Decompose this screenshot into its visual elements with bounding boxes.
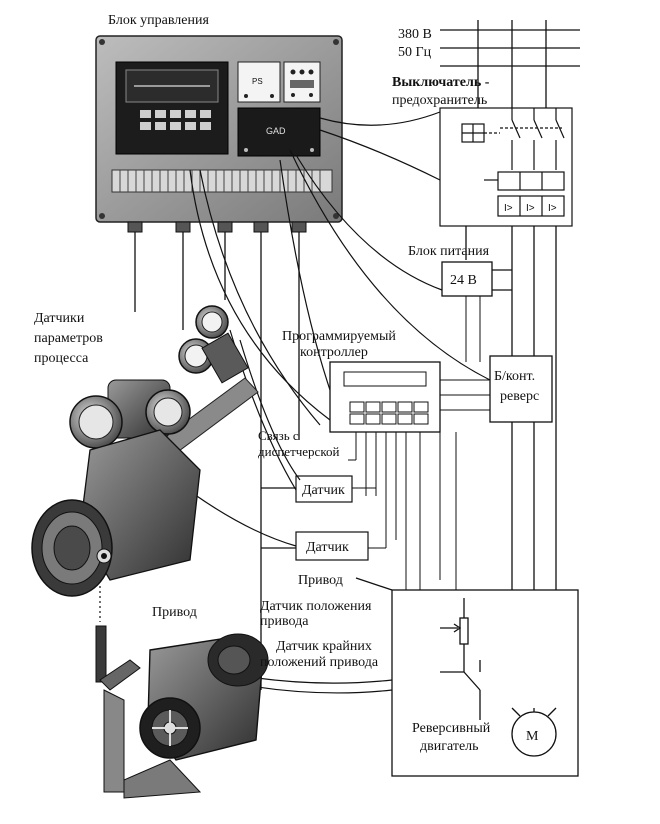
frequency-label: 50 Гц [398, 45, 432, 60]
circuit-breaker: I> I> I> [439, 107, 573, 227]
terminal-strip [111, 169, 333, 193]
motor-symbol: М [526, 729, 539, 744]
control-block: PS GAD [95, 35, 343, 233]
motor-label-2: двигатель [420, 739, 479, 754]
ps-module-label: PS [252, 77, 263, 86]
plc-label-2: контроллер [300, 345, 368, 360]
dispatch-label-1: Связь с [258, 428, 299, 443]
sensor-box-2: Датчик [295, 531, 369, 561]
drive-photo-label: Привод [152, 605, 197, 620]
voltage-label: 380 В [398, 27, 432, 42]
svg-text:I>: I> [504, 203, 513, 214]
psu-voltage: 24 В [450, 273, 477, 288]
mains-lines [440, 20, 580, 108]
drive-schematic-label: Привод [298, 573, 343, 588]
gad-module: GAD [237, 107, 321, 157]
plc-wiring [340, 296, 490, 620]
position-sensor-label-1: Датчик положения [260, 599, 372, 614]
sensors-label-3: процесса [34, 351, 89, 366]
drive-schematic-frame [355, 577, 579, 777]
control-cables [134, 232, 300, 690]
reverser-box: Б/конт. реверс [489, 355, 553, 423]
plc-label-1: Программируемый [282, 329, 396, 344]
motor-label-1: Реверсивный [412, 721, 491, 736]
power-supply-label: Блок питания [408, 244, 490, 259]
plc-box [329, 361, 441, 433]
reverser-label-2: реверс [500, 389, 539, 404]
dispatch-label-2: диспетчерской [258, 444, 339, 459]
ps-module: PS [237, 61, 281, 103]
sensor-box-2-label: Датчик [306, 540, 349, 555]
limit-sensor-label-2: положений привода [260, 655, 379, 670]
breaker-label-2: предохранитель [392, 93, 487, 108]
operator-display [115, 61, 229, 155]
svg-text:I>: I> [548, 203, 557, 214]
control-block-title: Блок управления [108, 13, 209, 28]
relay-module [283, 61, 321, 103]
svg-text:I>: I> [526, 203, 535, 214]
reverser-label-1: Б/конт. [494, 369, 535, 384]
gad-module-label: GAD [266, 126, 286, 136]
position-sensor-label-2: привода [260, 614, 309, 629]
process-sensor-devices [31, 305, 259, 622]
sensor-box-1-label: Датчик [302, 483, 345, 498]
sensor-box-1: Датчик [295, 475, 353, 503]
power-supply-box: 24 В [441, 261, 493, 297]
limit-sensor-label-1: Датчик крайних [276, 639, 372, 654]
sensors-label-1: Датчики [34, 311, 85, 326]
sensors-label-2: параметров [34, 331, 103, 346]
breaker-label-1: Выключатель - [392, 75, 490, 90]
actuator-device [95, 625, 269, 799]
